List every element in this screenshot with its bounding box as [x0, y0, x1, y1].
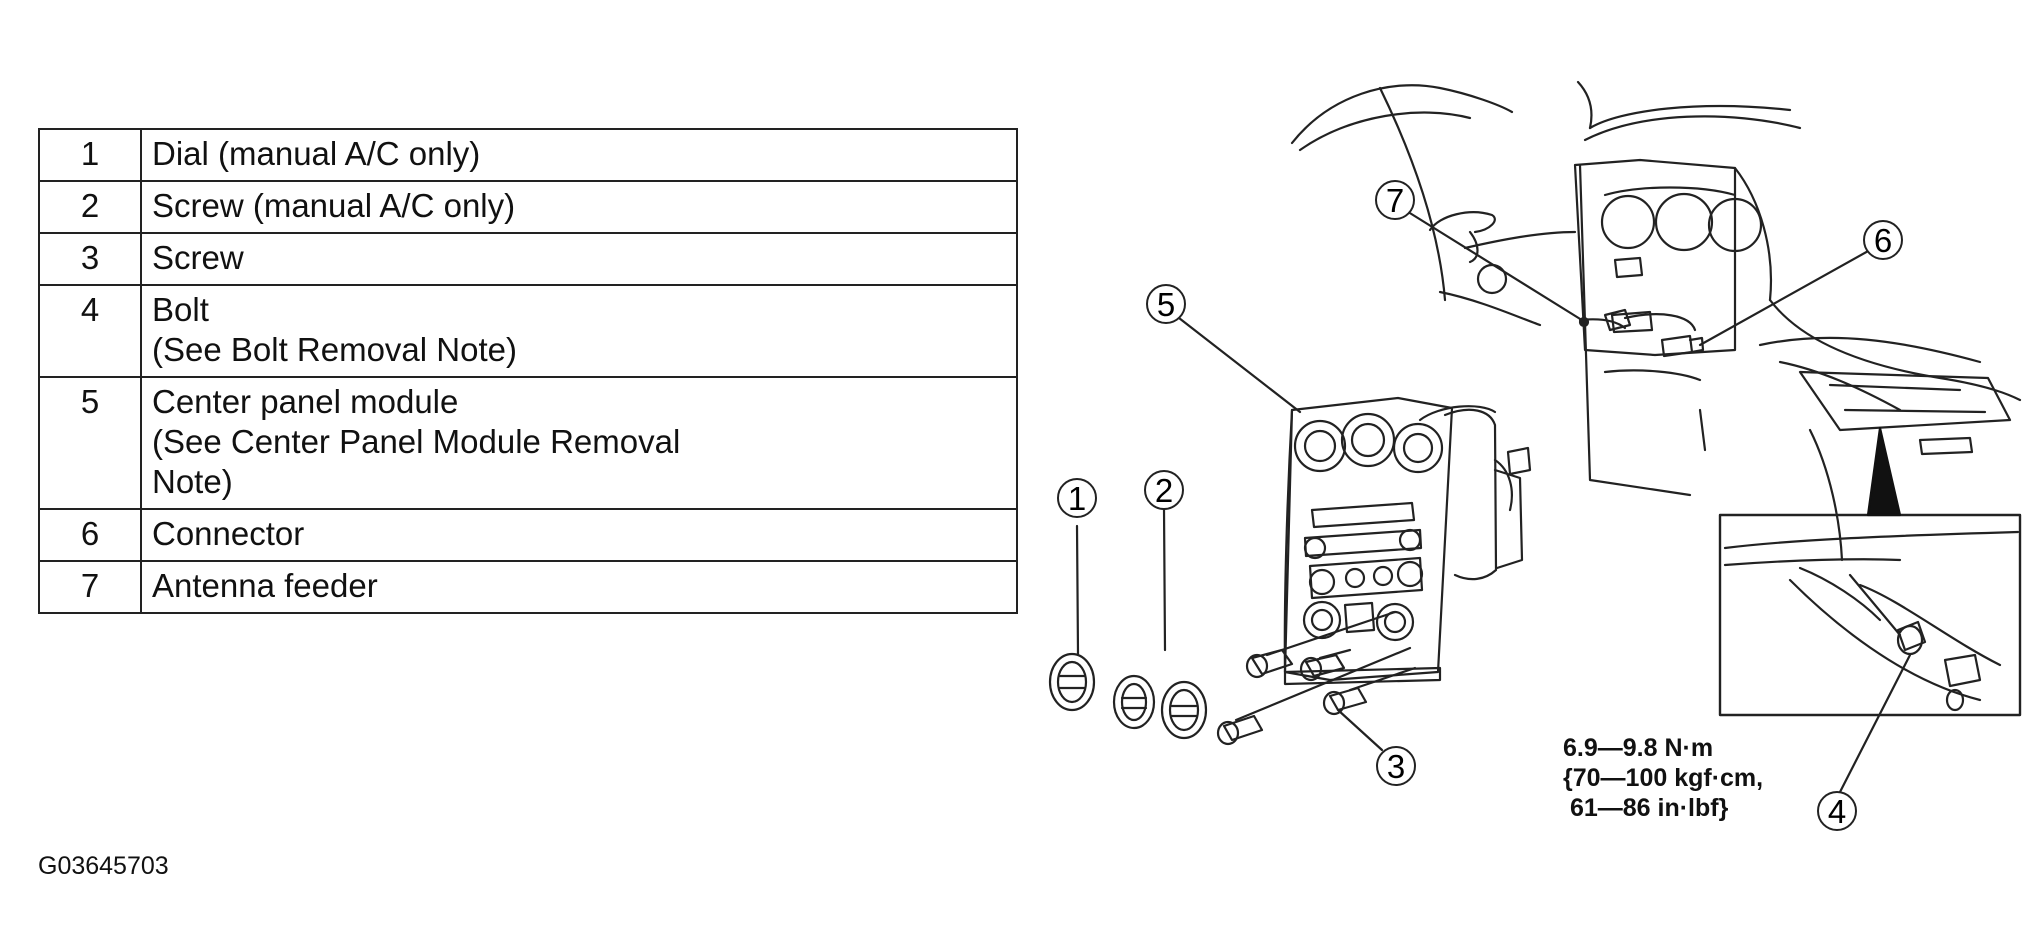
- callout-4: 4: [1817, 791, 1857, 831]
- dial-illustration: [1048, 652, 1096, 712]
- torque-specification: 6.9—9.8 N·m {70—100 kgf·cm, 61—86 in·lbf…: [1563, 734, 1764, 822]
- dial-illustration: [1160, 680, 1208, 740]
- legend-row: 1 Dial (manual A/C only): [38, 128, 1018, 182]
- legend-number: 1: [38, 128, 142, 182]
- legend-number: 4: [38, 284, 142, 378]
- legend-row: 7 Antenna feeder: [38, 560, 1018, 614]
- svg-text:3: 3: [1387, 748, 1405, 785]
- legend-row: 3 Screw: [38, 232, 1018, 286]
- svg-text:7: 7: [1386, 182, 1404, 219]
- screw-illustration: [1216, 714, 1264, 746]
- legend-description: Dial (manual A/C only): [152, 135, 481, 172]
- callout-6: 6: [1863, 220, 1903, 260]
- legend-description: Center panel module (See Center Panel Mo…: [152, 383, 681, 500]
- legend-number: 3: [38, 232, 142, 286]
- dashboard-illustration: [1290, 80, 2022, 562]
- callout-7: 7: [1375, 180, 1415, 220]
- svg-text:6: 6: [1874, 222, 1892, 259]
- dial-illustration: [1112, 674, 1156, 730]
- callout-5: 5: [1146, 284, 1186, 324]
- callout-2: 2: [1144, 470, 1184, 510]
- legend-number: 5: [38, 376, 142, 510]
- parts-legend-table: 1 Dial (manual A/C only) 2 Screw (manual…: [38, 128, 1018, 614]
- screw-illustration: [1322, 686, 1368, 716]
- legend-row: 4 Bolt (See Bolt Removal Note): [38, 284, 1018, 378]
- bolt-detail-inset: [1718, 426, 2022, 717]
- legend-description: Antenna feeder: [152, 567, 378, 604]
- legend-row: 6 Connector: [38, 508, 1018, 562]
- legend-number: 2: [38, 180, 142, 234]
- svg-text:1: 1: [1068, 480, 1086, 517]
- legend-number: 7: [38, 560, 142, 614]
- legend-description: Bolt (See Bolt Removal Note): [152, 291, 517, 368]
- legend-description: Screw (manual A/C only): [152, 187, 516, 224]
- legend-row: 5 Center panel module (See Center Panel …: [38, 376, 1018, 510]
- svg-text:5: 5: [1157, 286, 1175, 323]
- antenna-feeder-illustration: [1578, 308, 1697, 332]
- legend-row: 2 Screw (manual A/C only): [38, 180, 1018, 234]
- legend-number: 6: [38, 508, 142, 562]
- svg-text:2: 2: [1155, 472, 1173, 509]
- callout-1: 1: [1057, 478, 1097, 518]
- figure-id: G03645703: [38, 852, 169, 880]
- legend-description: Screw: [152, 239, 244, 276]
- svg-text:4: 4: [1828, 793, 1846, 830]
- callout-3: 3: [1376, 746, 1416, 786]
- legend-description: Connector: [152, 515, 305, 552]
- center-panel-module-illustration: [1283, 396, 1532, 686]
